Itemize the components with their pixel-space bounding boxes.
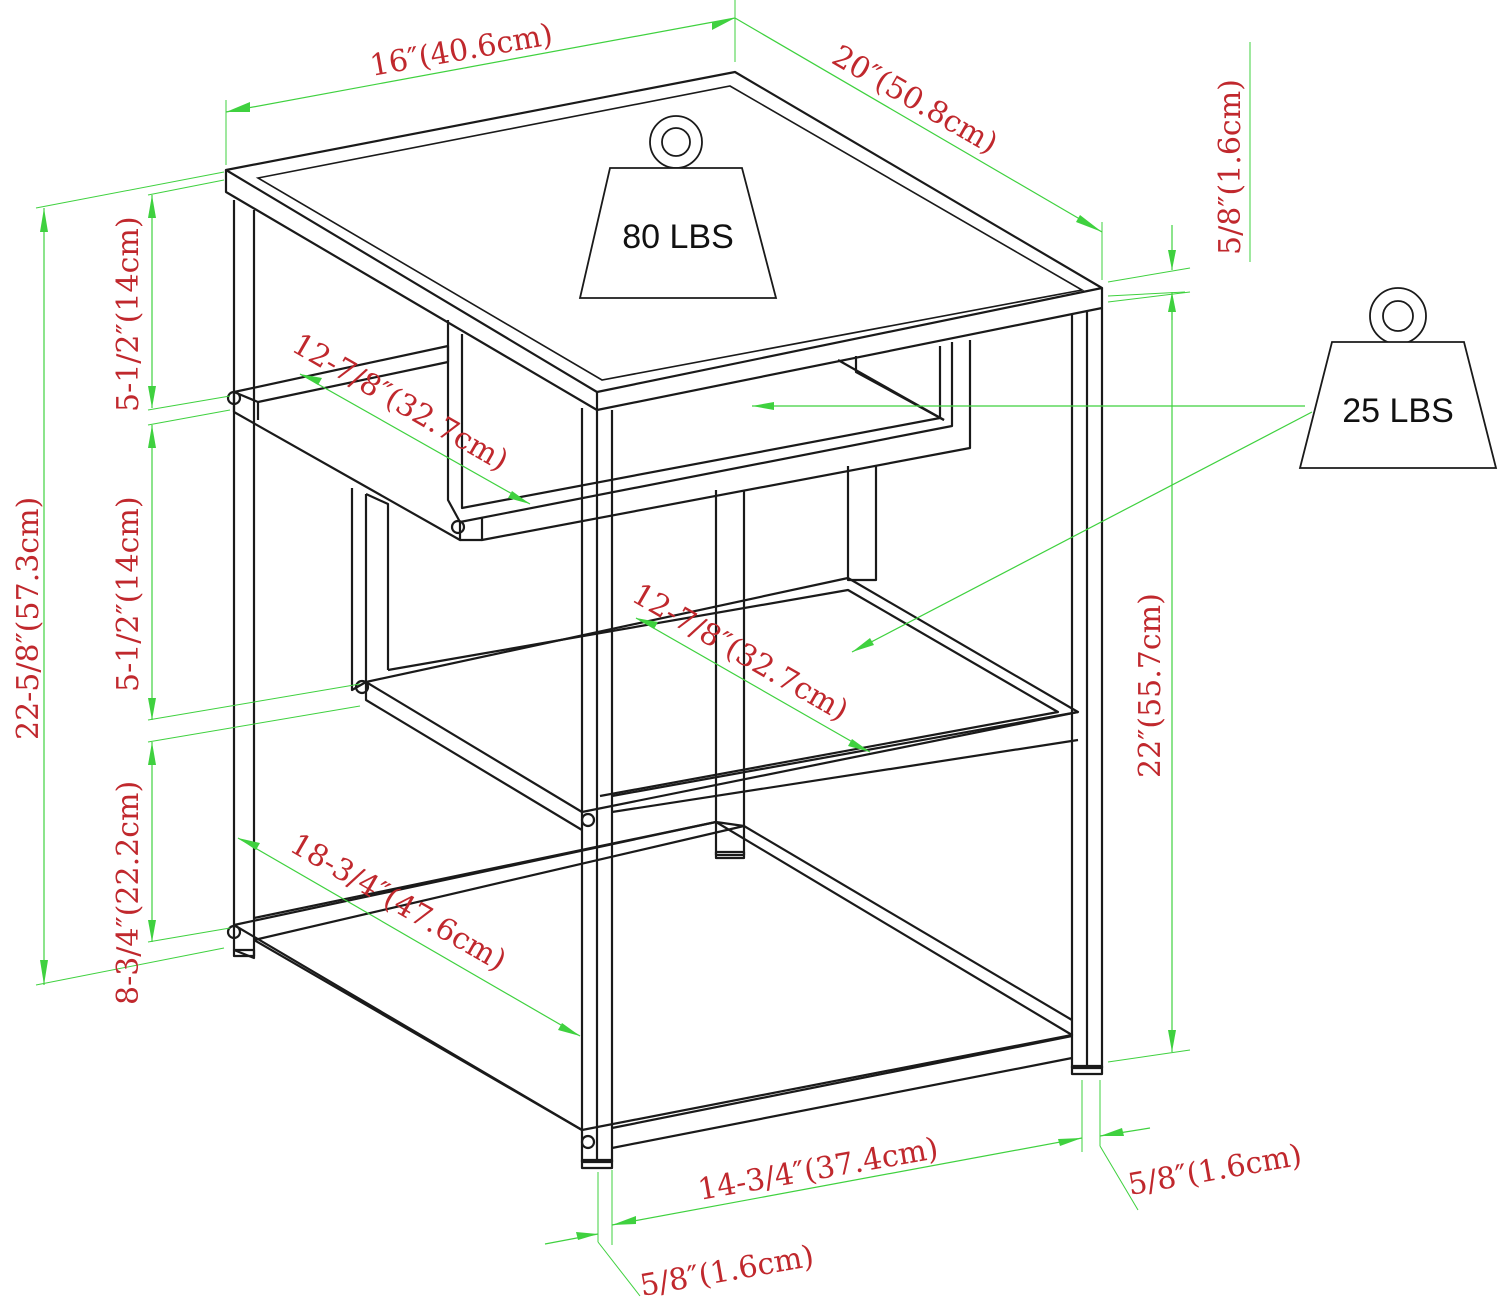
leg-front-left: [232, 200, 256, 960]
dim-leg-right: 5/8″(1.6cm): [1125, 1138, 1304, 1203]
dim-bottom-depth: 18-3/4″(47.6cm): [284, 827, 512, 979]
weight-icon: 25 LBS: [1298, 287, 1498, 469]
dim-top-depth: 20″(50.8cm): [826, 39, 1004, 162]
dim-top-width: 16″(40.6cm): [367, 17, 555, 84]
dim-top-thickness: 5/8″(1.6cm): [1213, 79, 1248, 255]
dim-inner-width: 14-3/4″(37.4cm): [695, 1131, 941, 1208]
top-weight-label: 80 LBS: [622, 218, 734, 256]
dimension-lines: [35, 0, 1313, 1297]
dim-total-height: 22-5/8″(57.3cm): [11, 497, 46, 740]
dim-upper-gap: 5-1/2″(14cm): [111, 216, 146, 412]
dim-upper-shelf-depth: 12-7/8″(32.7cm): [286, 327, 514, 479]
leg-back-left: [714, 490, 746, 857]
dim-leg-front: 5/8″(1.6cm): [637, 1239, 816, 1304]
dim-leg-height: 22″(55.7cm): [1133, 593, 1168, 778]
tabletop-glass: [255, 85, 1085, 381]
dim-bottom-gap: 8-3/4″(22.2cm): [111, 781, 146, 1005]
dim-middle-shelf-depth: 12-7/8″(32.7cm): [626, 577, 854, 729]
frame-bolts: [226, 390, 596, 1150]
table-frame: [224, 70, 1104, 1170]
middle-divider: [350, 488, 368, 692]
shelf-weight-label: 25 LBS: [1342, 392, 1454, 430]
weight-icon: 80 LBS: [578, 115, 778, 299]
dim-middle-gap: 5-1/2″(14cm): [111, 496, 146, 692]
